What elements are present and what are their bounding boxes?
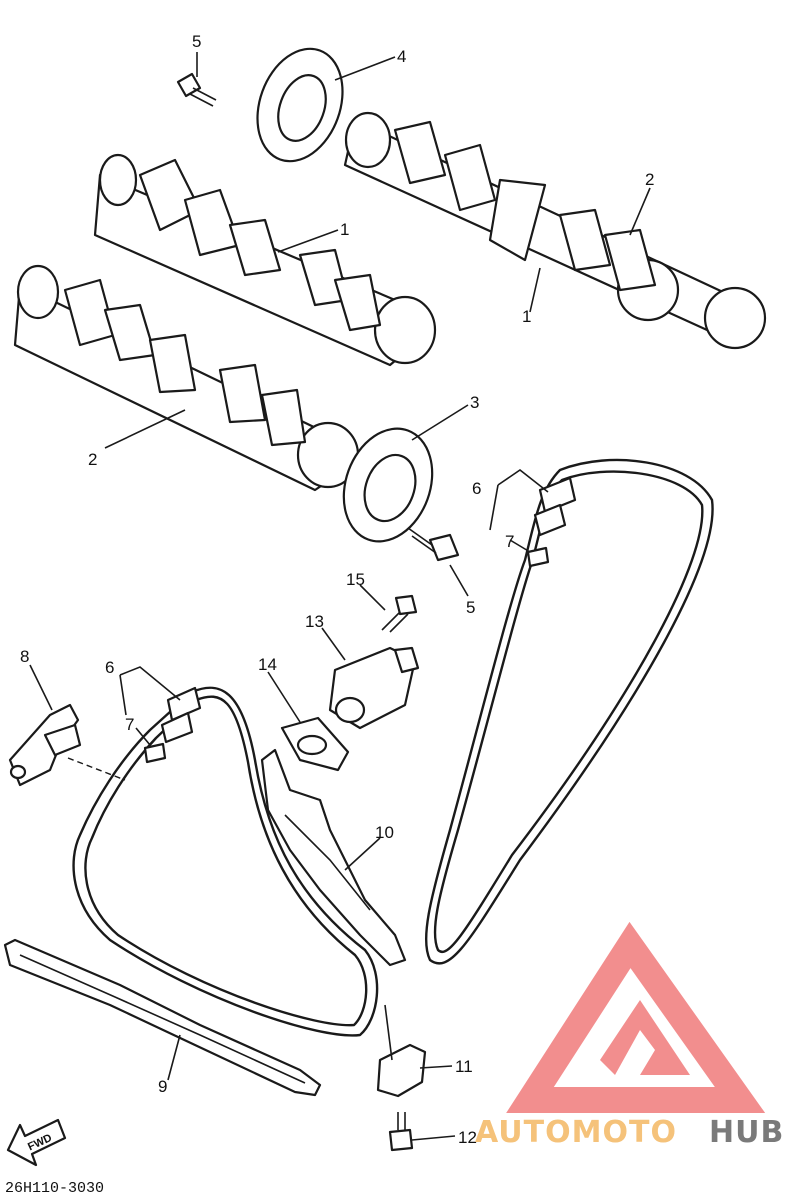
label-11: 11 <box>455 1057 473 1076</box>
fwd-arrow-icon: FWD <box>6 1118 67 1167</box>
label-5-upper: 5 <box>192 32 201 51</box>
chain-master-link-7-lower <box>143 742 167 764</box>
label-6-upper: 6 <box>472 479 481 498</box>
watermark-logo <box>506 921 766 1113</box>
timing-chain-front <box>72 686 379 1037</box>
label-12: 12 <box>458 1128 477 1147</box>
chain-tensioner-13 <box>328 646 420 730</box>
label-10: 10 <box>375 823 394 842</box>
bolt-5-upper <box>176 72 217 107</box>
bolt-15 <box>381 594 418 633</box>
bolt-5-lower <box>407 527 460 562</box>
label-13: 13 <box>305 612 324 631</box>
part-labels: 5 4 1 2 1 2 3 6 7 5 15 13 14 8 6 7 10 9 … <box>20 32 654 1147</box>
camshaft-1-upper <box>93 153 437 367</box>
chain-guide-10 <box>260 748 407 967</box>
camshaft-2-lower <box>13 264 360 492</box>
label-9: 9 <box>158 1077 167 1096</box>
label-5-lower: 5 <box>466 598 475 617</box>
chain-master-link-6-lower <box>160 686 202 744</box>
cam-sprocket-4 <box>256 47 344 163</box>
label-6-lower: 6 <box>105 658 114 677</box>
label-2-upper: 2 <box>645 170 654 189</box>
gasket-14 <box>280 716 350 772</box>
watermark-triangle-icon <box>506 921 766 1113</box>
timing-chain-rear <box>424 458 714 965</box>
label-1-upper: 1 <box>340 220 349 239</box>
label-8: 8 <box>20 647 29 666</box>
guide-stopper-11 <box>376 1004 427 1098</box>
chain-master-link-6-upper <box>533 476 577 537</box>
camshaft-2-upper <box>343 111 767 350</box>
chain-master-link-7-upper <box>526 546 550 568</box>
label-15: 15 <box>346 570 365 589</box>
label-14: 14 <box>258 655 277 674</box>
bolt-12 <box>388 1112 414 1152</box>
label-1-lower: 1 <box>522 307 531 326</box>
watermark-text: AUTOMOTO HUB <box>475 1115 784 1150</box>
chain-guide-9 <box>3 938 322 1097</box>
label-4: 4 <box>397 47 406 66</box>
stopper-guide-8 <box>8 703 82 787</box>
leader-8-dashed <box>67 757 126 781</box>
label-2-lower: 2 <box>88 450 97 469</box>
label-7-lower: 7 <box>125 715 134 734</box>
leader-lines <box>29 52 651 1141</box>
cam-sprocket-3 <box>342 427 434 543</box>
diagram-code: 26H110-3030 <box>5 1180 104 1195</box>
watermark-text-part1: AUTOMOTO <box>475 1115 677 1150</box>
watermark-text-part2: HUB <box>709 1115 784 1150</box>
label-7-upper: 7 <box>505 532 514 551</box>
label-3: 3 <box>470 393 479 412</box>
